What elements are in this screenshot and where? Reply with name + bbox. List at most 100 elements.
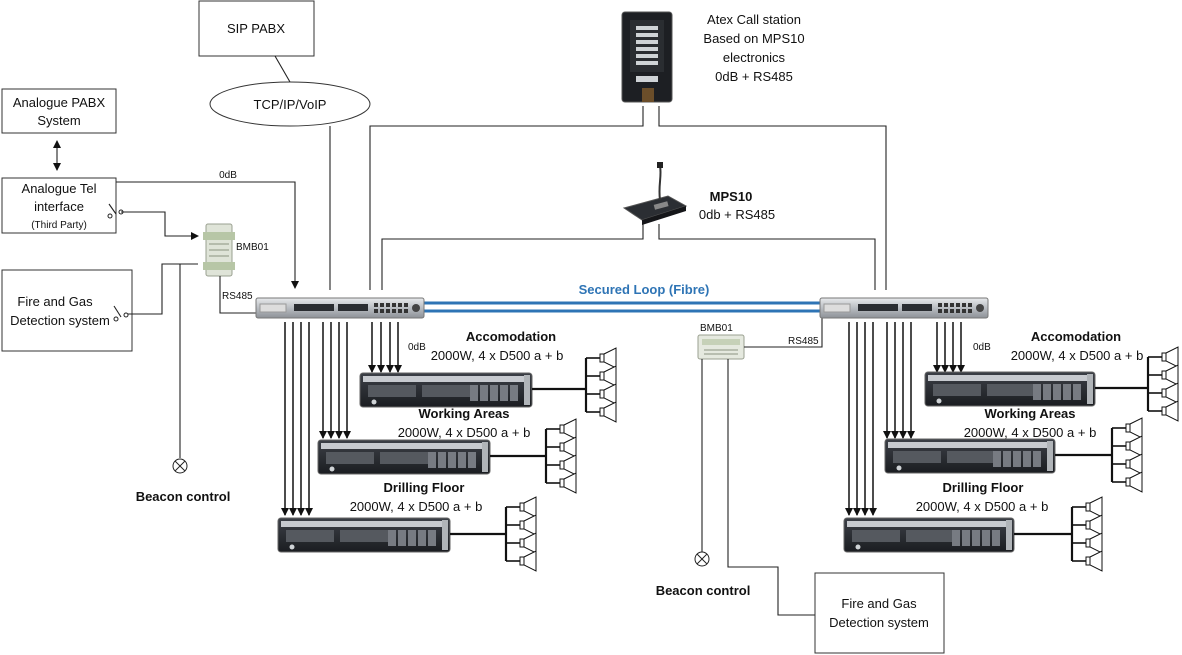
mps10-to-right-line <box>658 224 876 290</box>
secured-loop-label: Secured Loop (Fibre) <box>579 282 710 297</box>
speaker-icon <box>1161 400 1179 422</box>
amplifier-right-drilling <box>843 517 1015 553</box>
beacon-left-icon <box>172 458 188 474</box>
rs485-left-label: RS485 <box>222 291 253 302</box>
zone-right-drilling-spec: 2000W, 4 x D500 a + b <box>916 499 1049 514</box>
bmb-left-rs485-line <box>219 276 256 314</box>
fire-gas-left-box: Fire and Gas Detection system <box>1 269 133 352</box>
speaker-icon <box>559 454 577 476</box>
zone-right-working-spec: 2000W, 4 x D500 a + b <box>964 425 1097 440</box>
speaker-icon <box>519 550 537 572</box>
analogue-pabx-label-2: System <box>37 113 80 128</box>
speaker-icon <box>1125 417 1143 439</box>
bmb01-right-label: BMB01 <box>700 323 733 334</box>
rs485-right-label: RS485 <box>788 336 819 347</box>
zone-left-drilling-spec: 2000W, 4 x D500 a + b <box>350 499 483 514</box>
atex-to-left-controller-line <box>369 106 644 290</box>
amplifier-left-working <box>317 439 491 475</box>
zone-left-drilling-name: Drilling Floor <box>384 480 465 495</box>
speaker-icon <box>1161 382 1179 404</box>
atex-label-2: Based on MPS10 <box>703 31 804 46</box>
speaker-icon <box>1161 346 1179 368</box>
arrows-right-working <box>883 322 915 439</box>
controller-left-icon <box>255 297 425 319</box>
speaker-icon <box>599 383 617 405</box>
amplifier-right-accomodation <box>924 371 1096 407</box>
mps10-subtitle: 0db + RS485 <box>699 207 775 222</box>
arrows-left-drilling <box>281 322 313 516</box>
speaker-icon <box>1125 435 1143 457</box>
speaker-icon <box>1085 550 1103 572</box>
amplifier-left-accomodation <box>359 372 533 408</box>
speakers-left-working <box>544 418 577 494</box>
bmb-right-rs485-line <box>744 318 823 348</box>
odb-left-label: 0dB <box>408 342 426 353</box>
beacon-left-label: Beacon control <box>136 489 231 504</box>
controller-right-icon <box>819 297 989 319</box>
atex-label-4: 0dB + RS485 <box>715 69 793 84</box>
bmb01-right-icon <box>697 334 745 360</box>
speakers-right-working <box>1110 417 1143 493</box>
fire-gas-right-box: Fire and Gas Detection system <box>814 572 945 654</box>
beacon-right-icon <box>694 551 710 567</box>
desk-microphone-icon <box>622 162 688 225</box>
sip-pabx-box: SIP PABX <box>198 0 315 57</box>
zone-right-accomodation-spec: 2000W, 4 x D500 a + b <box>1011 348 1144 363</box>
speaker-icon <box>559 436 577 458</box>
zone-right-drilling-name: Drilling Floor <box>943 480 1024 495</box>
mps10-title: MPS10 <box>710 189 753 204</box>
zone-right-accomodation-name: Accomodation <box>1031 329 1121 344</box>
relay-contact-icon <box>113 305 129 322</box>
speaker-icon <box>1085 514 1103 536</box>
analogue-tel-label-3: (Third Party) <box>31 220 87 231</box>
generated-equipment: Accomodation 2000W, 4 x D500 a + b Working… <box>255 297 1179 572</box>
arrows-right-accomodation <box>933 322 965 373</box>
zone-left-working-spec: 2000W, 4 x D500 a + b <box>398 425 531 440</box>
sip-to-tcp-line <box>274 55 291 83</box>
beacon-right-label: Beacon control <box>656 583 751 598</box>
speakers-right-accomodation <box>1146 346 1179 422</box>
fire-gas-left-label-2: Detection system <box>10 313 110 328</box>
speaker-icon <box>559 472 577 494</box>
arrows-right-drilling <box>845 322 877 516</box>
speaker-icon <box>599 365 617 387</box>
zone-left-working-name: Working Areas <box>418 406 509 421</box>
speaker-icon <box>519 496 537 518</box>
speaker-icon <box>519 514 537 536</box>
tcp-ip-ellipse: TCP/IP/VoIP <box>209 81 371 127</box>
bmb01-left-label: BMB01 <box>236 242 269 253</box>
zone-left-accomodation-name: Accomodation <box>466 329 556 344</box>
speaker-icon <box>599 401 617 423</box>
speaker-icon <box>599 347 617 369</box>
speaker-icon <box>1125 453 1143 475</box>
fire-gas-left-label-1: Fire and Gas <box>17 294 93 309</box>
analogue-tel-label-1: Analogue Tel <box>22 181 97 196</box>
arrows-left-accomodation <box>368 322 402 373</box>
atex-to-right-controller-line <box>658 106 887 290</box>
speaker-icon <box>1125 471 1143 493</box>
amplifier-left-drilling <box>277 517 451 553</box>
speaker-icon <box>1161 364 1179 386</box>
fire-gas-right-label-1: Fire and Gas <box>841 596 917 611</box>
analogue-pabx-label-1: Analogue PABX <box>13 95 106 110</box>
fire-gas-to-bmb-line <box>128 263 198 315</box>
tel-0db-line <box>116 181 299 289</box>
tel-to-bmb-line <box>121 211 199 240</box>
odb-top-label: 0dB <box>219 170 237 181</box>
atex-label-1: Atex Call station <box>707 12 801 27</box>
arrows-left-working <box>319 322 351 439</box>
analogue-pabx-box: Analogue PABX System <box>1 88 117 134</box>
speaker-icon <box>1085 496 1103 518</box>
speaker-icon <box>1085 532 1103 554</box>
analogue-tel-interface-box: Analogue Tel interface (Third Party) <box>1 177 117 234</box>
analogue-tel-label-2: interface <box>34 199 84 214</box>
speakers-left-accomodation <box>584 347 617 423</box>
bmb01-left-icon <box>203 223 235 277</box>
speaker-icon <box>559 418 577 440</box>
tcp-ip-label: TCP/IP/VoIP <box>254 97 327 112</box>
atex-call-station-icon <box>621 11 673 103</box>
speakers-left-drilling <box>504 496 537 572</box>
zone-left-accomodation-spec: 2000W, 4 x D500 a + b <box>431 348 564 363</box>
